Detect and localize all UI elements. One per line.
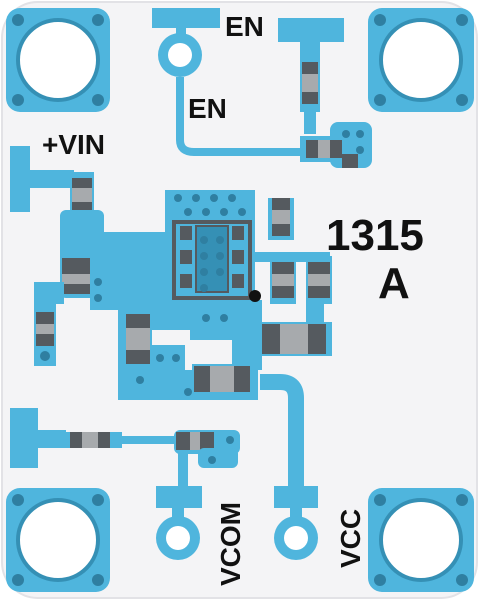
regulator-ic — [172, 220, 261, 302]
vcom-trace — [10, 408, 240, 560]
vcc-trace — [260, 374, 318, 560]
pin1-marker — [249, 290, 261, 302]
label-vcom: VCOM — [215, 502, 246, 586]
label-en-top: EN — [225, 11, 264, 42]
mounting-hole-top-left — [6, 8, 110, 112]
label-variant: A — [378, 259, 410, 308]
mounting-hole-bottom-left — [6, 488, 110, 592]
label-vin: +VIN — [42, 129, 105, 160]
en-test-point-top — [152, 8, 310, 156]
inductor-bottom — [192, 364, 252, 394]
inductor-left — [124, 312, 152, 366]
en-pad-top — [278, 18, 344, 134]
left-capacitor — [34, 282, 64, 366]
mounting-hole-bottom-right — [368, 488, 474, 592]
ic-side-components — [240, 198, 332, 324]
en-filter-components — [300, 122, 372, 168]
label-en-mid: EN — [188, 93, 227, 124]
thermal-vias — [94, 194, 246, 396]
mounting-hole-top-right — [368, 8, 474, 112]
label-part-number: 1315 — [326, 211, 424, 260]
label-vcc: VCC — [335, 509, 366, 568]
output-capacitor — [262, 322, 332, 356]
